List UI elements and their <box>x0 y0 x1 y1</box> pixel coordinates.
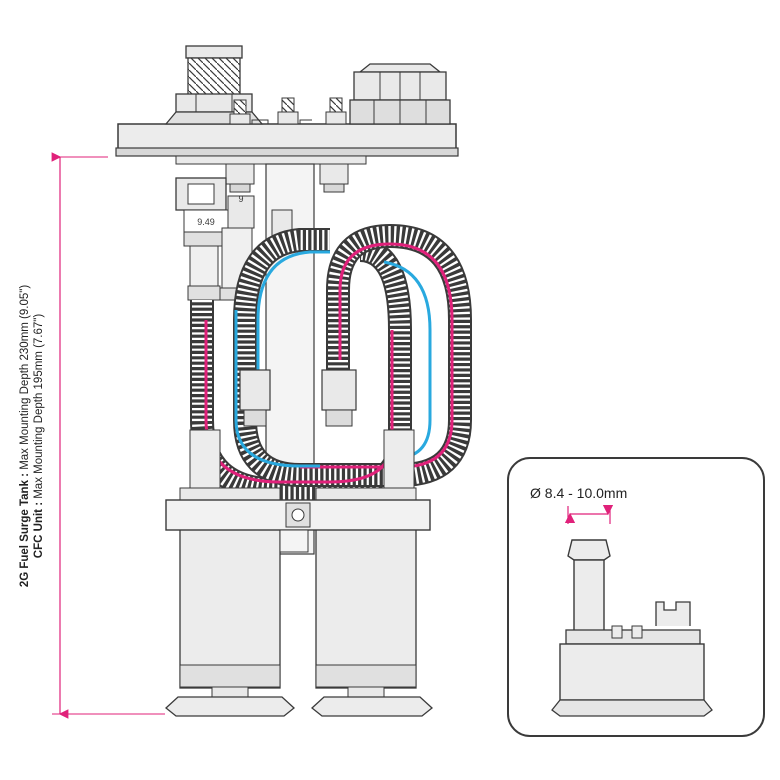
coiled-hoses <box>190 223 472 502</box>
pump-left <box>165 429 295 717</box>
dimension-text: 2G Fuel Surge Tank : Max Mounting Depth … <box>19 285 45 588</box>
hex-fitting-icon <box>164 45 264 125</box>
svg-text:CFC Unit : Max Mounting Depth: CFC Unit : Max Mounting Depth 195mm (7.6… <box>33 314 45 559</box>
gland-fitting <box>349 63 451 125</box>
pump-right <box>311 429 433 717</box>
barb-detail-inset: Ø 8.4 - 10.0mm <box>507 457 765 737</box>
line1-bold: 2G Fuel Surge Tank : <box>19 473 31 587</box>
pump-clamp <box>165 499 431 553</box>
svg-text:9: 9 <box>238 194 243 204</box>
line2-bold: CFC Unit : <box>33 502 45 558</box>
hose-end-fittings <box>239 369 357 427</box>
electrical-connector: 9.49 9 <box>175 177 255 301</box>
barb-fitting-icon <box>551 539 713 717</box>
svg-text:2G Fuel Surge Tank : Max Mount: 2G Fuel Surge Tank : Max Mounting Depth … <box>19 285 31 588</box>
line2-rest: Max Mounting Depth 195mm (7.67") <box>33 314 45 502</box>
connector-label: 9.49 <box>197 217 215 227</box>
depth-dimension <box>51 152 165 719</box>
cyan-trace <box>234 310 320 468</box>
line1-rest: Max Mounting Depth 230mm (9.05") <box>19 285 31 473</box>
inset-diameter-label: Ø 8.4 - 10.0mm <box>530 485 627 501</box>
mounting-flange <box>115 123 459 157</box>
terminal-studs <box>228 97 347 125</box>
